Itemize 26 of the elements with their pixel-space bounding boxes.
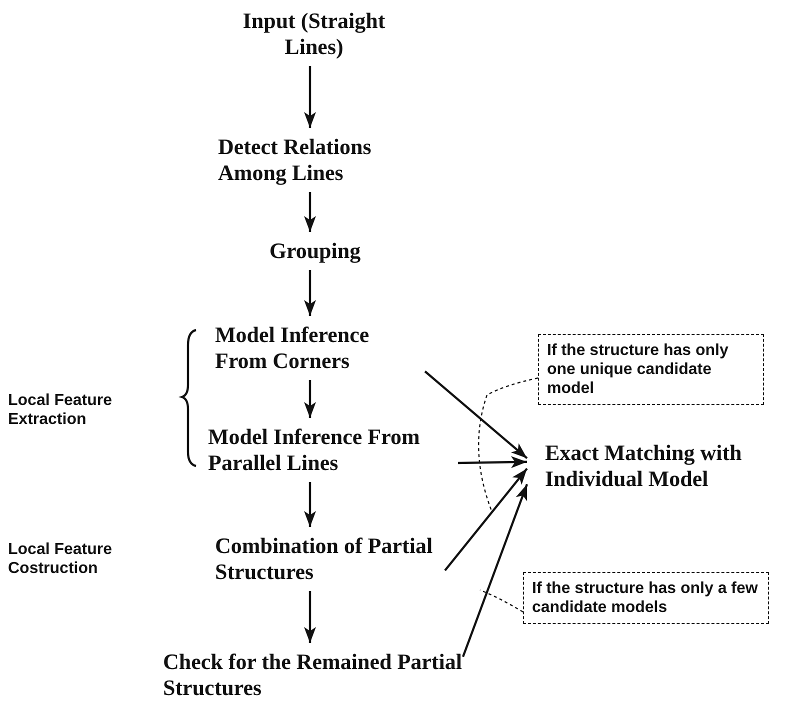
- step-text: Model Inference From Corners: [215, 322, 425, 374]
- arrow: [304, 482, 316, 527]
- side-label: Local Feature Costruction: [8, 540, 114, 578]
- step-text: Combination of Partial Structures: [215, 533, 445, 585]
- arrow: [458, 456, 528, 468]
- step-text: Check for the Remained Partial Structures: [163, 649, 463, 701]
- arrow: [462, 484, 528, 658]
- step-text: Detect Relations Among Lines: [218, 134, 438, 186]
- step-text: Input (Straight Lines): [224, 8, 404, 60]
- step-text: Exact Matching with Individual Model: [545, 440, 800, 492]
- note-text: If the structure has only a few candidate models: [532, 579, 759, 617]
- arrow: [424, 370, 528, 460]
- note-box: [538, 334, 764, 405]
- note-box: [523, 572, 769, 624]
- note-text: If the structure has only one unique candidate model: [547, 341, 730, 398]
- arrow: [444, 468, 528, 572]
- leader-line: [478, 377, 538, 512]
- arrow: [304, 192, 316, 232]
- step-text: Grouping: [250, 238, 380, 264]
- arrow: [304, 591, 316, 643]
- arrow: [304, 380, 316, 418]
- arrow: [304, 270, 316, 316]
- side-label: Local Feature Extraction: [8, 391, 114, 429]
- arrow: [304, 66, 316, 128]
- leader-line: [480, 589, 524, 613]
- step-text: Model Inference From Parallel Lines: [208, 424, 460, 476]
